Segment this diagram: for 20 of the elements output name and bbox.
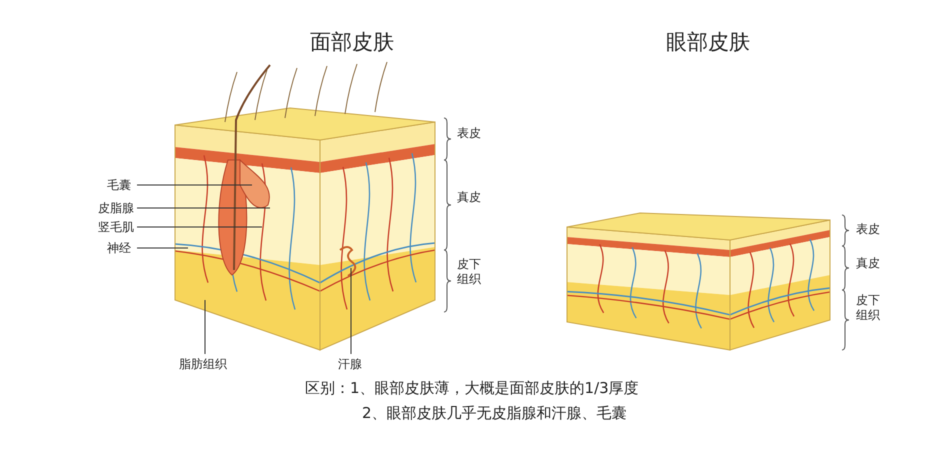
layer-label: 皮下组织 [457,257,482,287]
panel-heading: 面部皮肤 [310,29,394,56]
leader-line [350,268,352,354]
layer-label: 表皮 [856,222,880,237]
part-label: 脂肪组织 [179,357,227,372]
leader-line [136,226,262,228]
leader-line [136,184,252,186]
note-text: 2、眼部皮肤几乎无皮脂腺和汗腺、毛囊 [362,404,627,423]
layer-label: 真皮 [856,256,880,271]
leader-line [204,300,206,354]
layer-label: 表皮 [457,126,481,141]
part-label: 神经 [107,241,131,256]
part-label: 皮脂腺 [98,201,134,216]
part-label: 汗腺 [338,357,362,372]
part-label: 竖毛肌 [98,220,134,235]
note-text: 区别：1、眼部皮肤薄，大概是面部皮肤的1/3厚度 [305,379,639,398]
panel-heading: 眼部皮肤 [666,29,750,56]
layer-label: 真皮 [457,190,481,205]
part-label: 毛囊 [107,178,131,193]
layer-label: 皮下组织 [856,293,881,323]
